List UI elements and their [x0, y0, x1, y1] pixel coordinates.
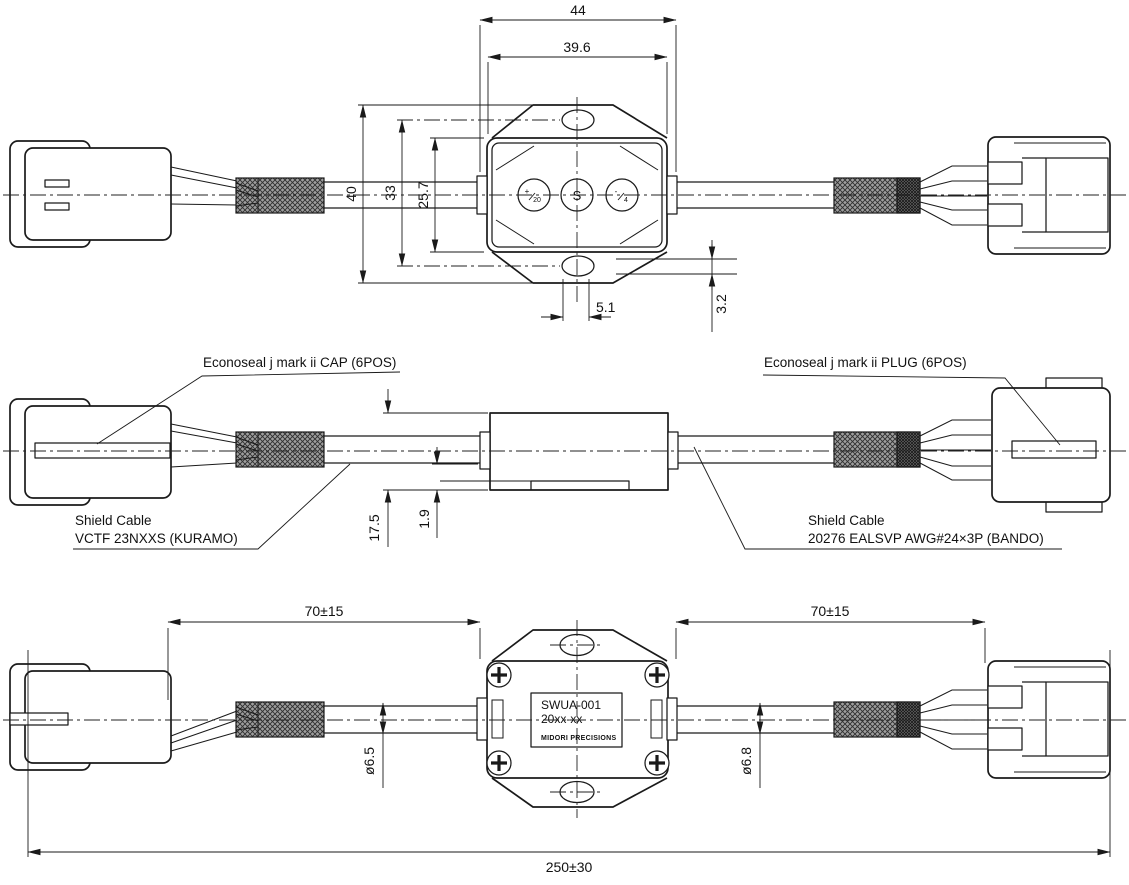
shield-braid-left-bottom	[235, 701, 325, 738]
wires-right-side	[919, 419, 991, 481]
dim-tab-width: 5.1	[596, 299, 616, 315]
shield-braid-right-bottom	[833, 701, 921, 738]
cap-latch-side	[34, 442, 171, 459]
cap-slot-upper	[44, 179, 70, 188]
screw-bottom-left	[486, 750, 512, 776]
screw-top-right	[644, 662, 670, 688]
bottom-view-dimensions: 70±15 70±15 ø6.5 ø6.8 250±30	[27, 603, 1111, 875]
terminal-right-number: 4	[624, 197, 628, 204]
dim-body-width: 39.6	[563, 39, 590, 55]
shield-cable-left-line1: Shield Cable	[75, 513, 152, 528]
cap-leader-line	[96, 371, 401, 445]
dim-cable-left: 70±15	[305, 603, 344, 619]
dim-cable-right: 70±15	[811, 603, 850, 619]
cap-connector-label: Econoseal j mark ii CAP (6POS)	[203, 355, 396, 370]
shield-braid-right-side	[833, 431, 921, 468]
shield-cable-right-line1: Shield Cable	[808, 513, 885, 528]
dim-step: 1.9	[416, 509, 432, 529]
junction-box-side	[479, 412, 679, 491]
cable-lines-side	[324, 435, 834, 464]
top-view: + 20 S - 4 44 39.6 40 33	[9, 2, 1111, 332]
plug-connector-top	[987, 136, 1111, 255]
terminal-center-mark: S	[573, 188, 582, 203]
dim-overall-height: 40	[343, 186, 359, 202]
dim-hole-pitch: 33	[382, 185, 398, 201]
dim-overall-length: 250±30	[546, 859, 593, 875]
dim-flange-width: 44	[570, 2, 586, 18]
screw-bottom-right	[644, 750, 670, 776]
nameplate-maker: MIDORI PRECISIONS	[541, 735, 617, 742]
dim-tab-offset: 3.2	[713, 294, 729, 314]
cable-lines-bottom	[324, 705, 834, 734]
middle-view-dimensions: 17.5 1.9	[366, 389, 531, 547]
terminal-right-sign: -	[615, 187, 618, 196]
wires-left-bottom	[170, 710, 238, 752]
dim-cable-dia-right: ø6.8	[738, 747, 754, 775]
screw-top-left	[486, 662, 512, 688]
dim-cable-dia-left: ø6.5	[361, 747, 377, 775]
plug-connector-bottom	[987, 660, 1111, 779]
shield-cable-right-line2: 20276 EALSVP AWG#24×3P (BANDO)	[808, 531, 1044, 546]
centerlines	[3, 97, 1126, 818]
dim-case-height: 17.5	[366, 514, 382, 541]
cap-connector-top	[9, 140, 172, 248]
middle-view-labels: Econoseal j mark ii CAP (6POS) Econoseal…	[73, 355, 1062, 550]
shield-left-leader	[73, 463, 351, 550]
nameplate-date: 20xx-xx	[541, 712, 582, 726]
cap-slot-lower	[44, 202, 70, 211]
wires-right-bottom	[919, 689, 987, 750]
shield-cable-left-line2: VCTF 23NXXS (KURAMO)	[75, 531, 238, 546]
nameplate-model: SWUA-001	[541, 698, 601, 712]
plug-leader-line	[762, 374, 1061, 446]
wires-left-top	[170, 166, 238, 206]
plug-connector-label: Econoseal j mark ii PLUG (6POS)	[764, 355, 967, 370]
shield-right-leader	[693, 446, 1062, 550]
wires-left-side	[170, 423, 238, 468]
terminal-left-sign: +	[525, 187, 530, 196]
terminal-left-number: 20	[533, 197, 541, 204]
shield-braid-right-top	[833, 177, 921, 214]
shield-braid-left-top	[235, 177, 325, 214]
plug-connector-side	[991, 377, 1111, 513]
wires-right-top	[919, 165, 987, 226]
shield-braid-left-side	[235, 431, 325, 468]
bottom-view: SWUA-001 20xx-xx MIDORI PRECISIONS 70±15…	[9, 603, 1111, 875]
cap-latch-bottom	[9, 712, 69, 726]
middle-view: Econoseal j mark ii CAP (6POS) Econoseal…	[9, 355, 1111, 550]
